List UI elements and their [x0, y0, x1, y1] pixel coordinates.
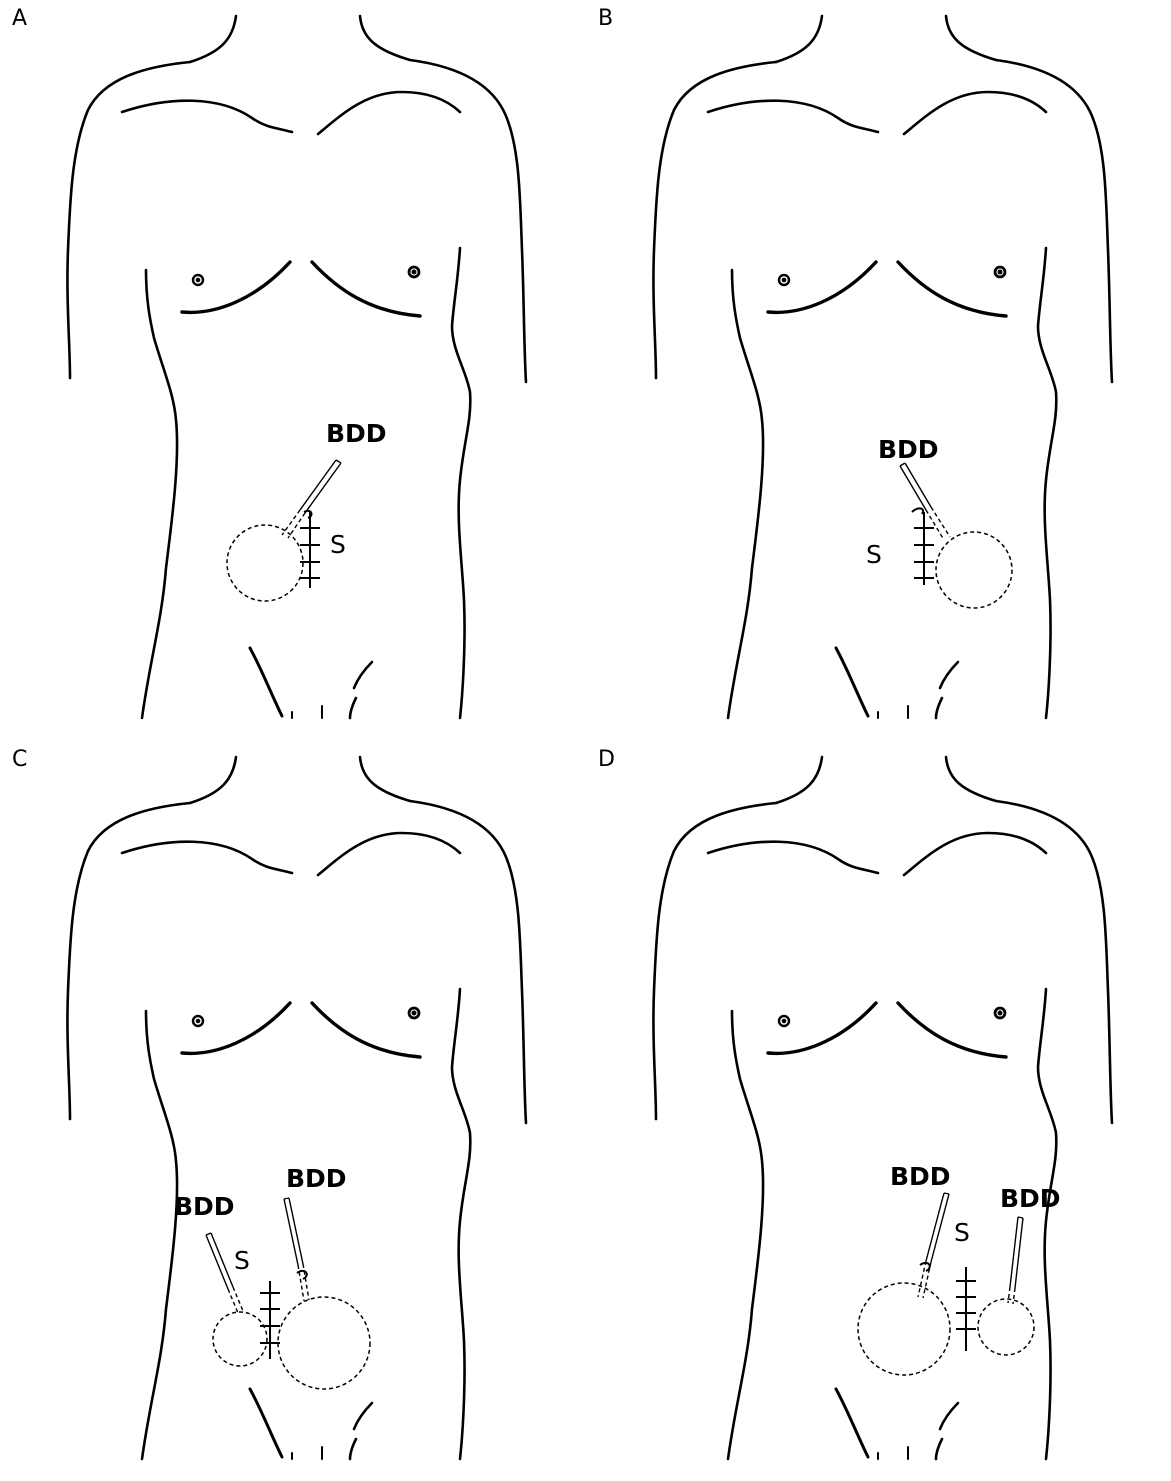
bdd-label: BDD	[878, 435, 939, 464]
suture-label: S	[330, 530, 346, 559]
torso-outline	[653, 757, 1112, 1459]
biliary-drainage-tube-left	[918, 1193, 949, 1298]
bdd-label-left: BDD	[890, 1162, 951, 1191]
bdd-label: BDD	[326, 419, 387, 448]
suture-label: S	[866, 540, 882, 569]
panel-b: B BDD S	[586, 0, 1171, 740]
suture-label: S	[954, 1218, 970, 1247]
abscess-cavity-large	[858, 1283, 950, 1375]
torso-outline	[653, 16, 1112, 718]
panel-c: C BDD BDD S	[0, 741, 585, 1481]
suture-label: S	[234, 1246, 250, 1275]
suture-line	[300, 512, 320, 588]
biliary-drainage-tube-right	[284, 1198, 309, 1301]
panel-d: D BDD BDD S	[586, 741, 1171, 1481]
bdd-label-right: BDD	[1000, 1184, 1061, 1213]
abscess-cavity-small	[978, 1299, 1034, 1355]
suture-line	[260, 1281, 280, 1359]
suture-line	[914, 512, 934, 585]
biliary-drainage-tube	[282, 460, 341, 538]
bdd-label-left: BDD	[174, 1192, 235, 1221]
abscess-cavity	[227, 525, 303, 601]
panel-a: A BDD S	[0, 0, 585, 740]
biliary-drainage-tube-right	[1008, 1217, 1023, 1304]
abscess-cavity	[936, 532, 1012, 608]
torso-diagram: BDD S	[0, 0, 585, 740]
torso-outline	[67, 757, 526, 1459]
torso-outline	[67, 16, 526, 718]
abscess-cavity-small	[213, 1312, 267, 1366]
torso-diagram: BDD S	[586, 0, 1171, 740]
torso-diagram: BDD BDD S	[586, 741, 1171, 1481]
abscess-cavity-large	[278, 1297, 370, 1389]
suture-line	[956, 1267, 976, 1351]
torso-diagram: BDD BDD S	[0, 741, 585, 1481]
bdd-label-right: BDD	[286, 1164, 347, 1193]
